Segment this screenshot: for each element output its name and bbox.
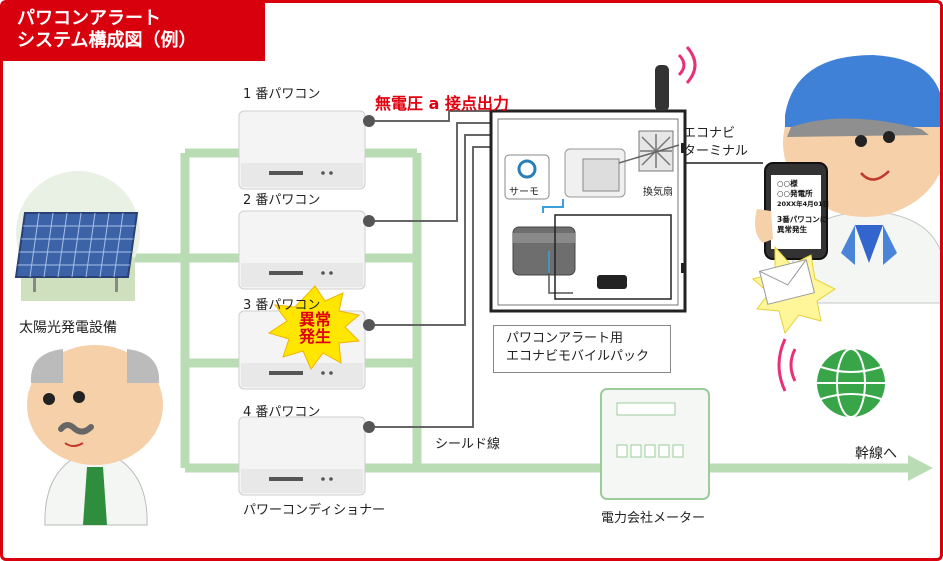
terminal-label: エコナビ ターミナル	[683, 125, 748, 161]
pack-label-line-2: エコナビモバイルパック	[506, 349, 650, 364]
solar-panel-illustration	[14, 171, 140, 301]
elderly-man-illustration	[27, 345, 163, 526]
solar-label: 太陽光発電設備	[19, 320, 117, 336]
phone-line-5: 異常発生	[777, 225, 807, 234]
mobile-pack-label: パワコンアラート用 エコナビモバイルパック	[493, 325, 671, 373]
phone-line-2: ○○発電所	[777, 189, 813, 198]
terminal-label-line-2: ターミナル	[683, 144, 749, 159]
mobile-pack-box	[489, 46, 697, 313]
fan-label: 換気扇	[643, 187, 673, 198]
pcs-label-2: 2 番パワコン	[243, 193, 321, 208]
pcs-unit-1	[238, 110, 366, 190]
contact-output-label: 無電圧 a 接点出力	[375, 94, 509, 113]
pcs-label-3: 3 番パワコン	[243, 298, 321, 313]
pcs-unit-2	[238, 210, 366, 290]
title-line-1: パワコンアラート	[17, 8, 161, 29]
phone-line-3: 20XX年4月01日	[777, 200, 830, 208]
meter-illustration	[600, 388, 710, 500]
trunk-label: 幹線へ	[855, 446, 897, 462]
anomaly-line-2: 発生	[298, 327, 331, 346]
diagram-title: パワコンアラート システム構成図（例）	[3, 3, 265, 61]
young-man-illustration	[751, 55, 940, 418]
phone-screen: ○○様 ○○発電所 20XX年4月01日 3番パワコンに 異常発生	[777, 179, 829, 235]
anomaly-line-1: 異常	[298, 310, 331, 329]
pcs-caption: パワーコンディショナー	[243, 503, 386, 518]
thermo-label: サーモ	[509, 187, 539, 198]
phone-line-1: ○○様	[777, 179, 798, 188]
shield-wire-label: シールド線	[435, 437, 501, 452]
power-lines	[131, 148, 908, 473]
pcs-label-4: 4 番パワコン	[243, 405, 321, 420]
anomaly-burst-shape	[267, 285, 361, 370]
terminal-leader-line	[618, 144, 680, 164]
meter-label: 電力会社メーター	[601, 511, 706, 526]
pack-label-line-1: パワコンアラート用	[506, 331, 624, 346]
trunk-arrow-head	[908, 455, 933, 481]
diagram-graphics	[14, 46, 940, 526]
terminal-label-line-1: エコナビ	[683, 126, 736, 141]
pcs-unit-4	[238, 416, 366, 496]
pcs-output-terminals	[363, 115, 375, 433]
pcs-label-1: 1 番パワコン	[243, 87, 321, 102]
title-line-2: システム構成図（例）	[17, 30, 197, 51]
anomaly-burst-text: 異常 発生	[293, 311, 337, 345]
phone-line-4: 3番パワコンに	[777, 215, 828, 224]
